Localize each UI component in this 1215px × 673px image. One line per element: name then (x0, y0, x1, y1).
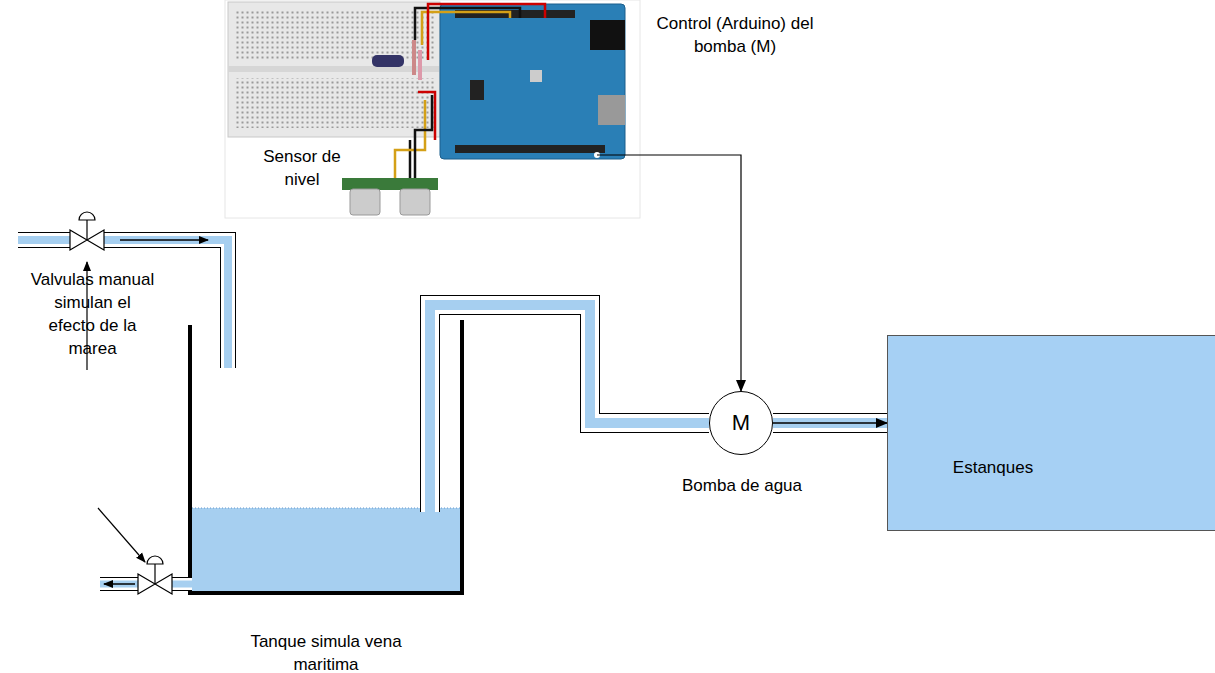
annotation-label: Valvulas manual simulan el efecto de la … (30, 268, 155, 360)
water-pipe (773, 423, 887, 424)
valve-symbol (70, 212, 172, 594)
connector-stroke (430, 305, 709, 423)
water-pipe (430, 305, 709, 423)
node-label: Tanque simula vena maritima (226, 630, 426, 673)
node-caption: Bomba de agua (672, 474, 812, 497)
node-label: Control (Arduino) del bomba (M) (650, 12, 820, 58)
control-signal (597, 155, 741, 391)
tank-pipe (430, 320, 431, 512)
connector-stroke (430, 305, 709, 423)
connector-stroke (430, 305, 709, 423)
connector-stroke (597, 155, 741, 391)
arduino-board (440, 4, 625, 159)
connector-stroke (773, 418, 887, 428)
connector-stroke (773, 413, 887, 433)
breadboard (228, 2, 440, 137)
level-sensor (342, 178, 438, 215)
annotation-label: Sensor de nivel (262, 145, 342, 191)
pump-circle: MBomba de agua (709, 391, 773, 455)
arduino-control: Control (Arduino) del bomba (M) (440, 4, 625, 159)
node-label: M (710, 410, 772, 436)
connector-stroke (773, 414, 887, 432)
inlet-pipe (18, 240, 228, 368)
connector-stroke (773, 422, 887, 424)
ponds-box: Estanques (887, 335, 1215, 531)
wires (395, 4, 545, 190)
node-label: Estanques (933, 456, 1053, 479)
connector-stroke (430, 305, 709, 423)
illustration-frame (225, 0, 640, 218)
tank: Tanque simula vena maritima (190, 320, 462, 593)
